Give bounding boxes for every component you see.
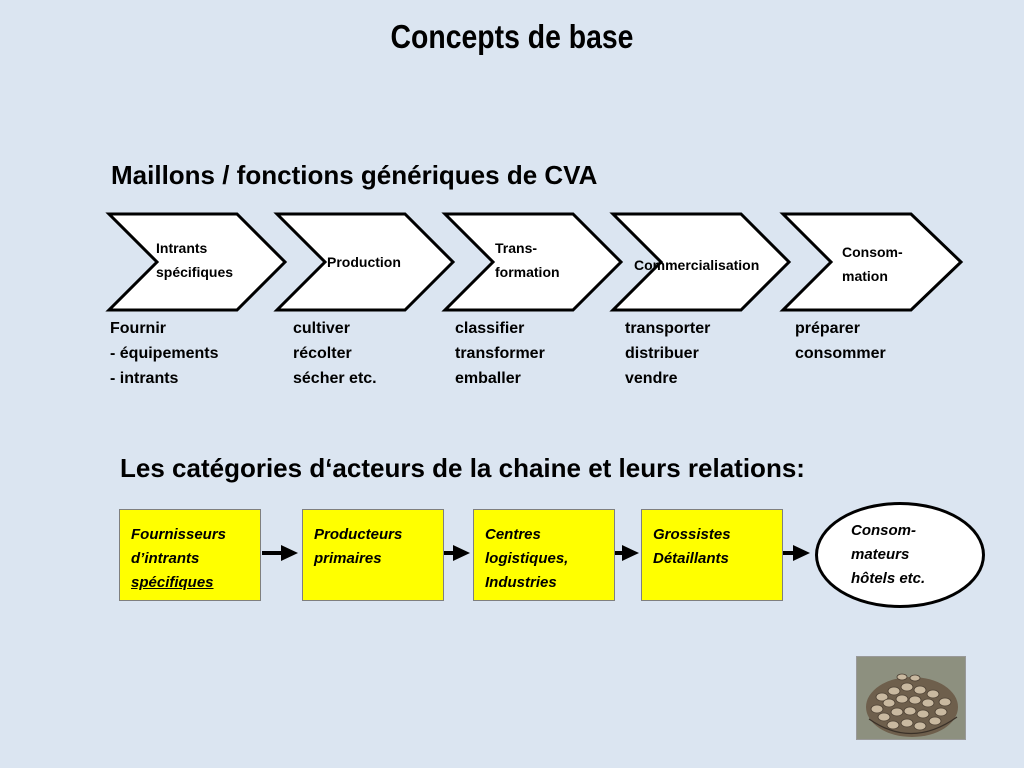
consumer-oval: Consom- mateurs hôtels etc.	[815, 502, 985, 608]
actor-box-fournisseurs: Fournisseurs d’intrants spécifiques	[119, 509, 261, 601]
functions-transformation: classifier transformer emballer	[455, 320, 545, 387]
actors-heading: Les catégories d‘acteurs de la chaine et…	[120, 453, 805, 483]
arrow-1	[262, 545, 298, 561]
value-chain-heading: Maillons / fonctions génériques de CVA	[111, 160, 598, 190]
functions-production: cultiver récolter sécher etc.	[293, 320, 377, 387]
cashew-nuts-photo	[856, 656, 966, 740]
chevron-label-production: Production	[327, 254, 401, 270]
functions-intrants: Fournir - équipements - intrants	[110, 320, 219, 387]
chevron-consommation	[779, 212, 964, 312]
chevron-label-transformation: Trans- formation	[495, 240, 560, 280]
functions-consommation: préparer consommer	[795, 320, 886, 362]
actor-box-centres: Centres logistiques, Industries	[473, 509, 615, 601]
chevron-production	[273, 212, 456, 312]
nuts-pile-image	[857, 657, 965, 739]
chevron-transformation	[441, 212, 624, 312]
actor-box-grossistes: Grossistes Détaillants	[641, 509, 783, 601]
page-title: Concepts de base	[390, 18, 634, 55]
actor-box-producteurs: Producteurs primaires	[302, 509, 444, 601]
chevron-label-commercialisation: Commercialisation	[634, 257, 760, 273]
chevron-commercialisation	[609, 212, 792, 312]
chevron-label-intrants: Intrants spécifiques	[156, 240, 234, 280]
chevron-label-consommation: Consom- mation	[842, 244, 903, 284]
functions-commercialisation: transporter distribuer vendre	[625, 320, 711, 387]
chevron-intrants	[105, 212, 288, 312]
